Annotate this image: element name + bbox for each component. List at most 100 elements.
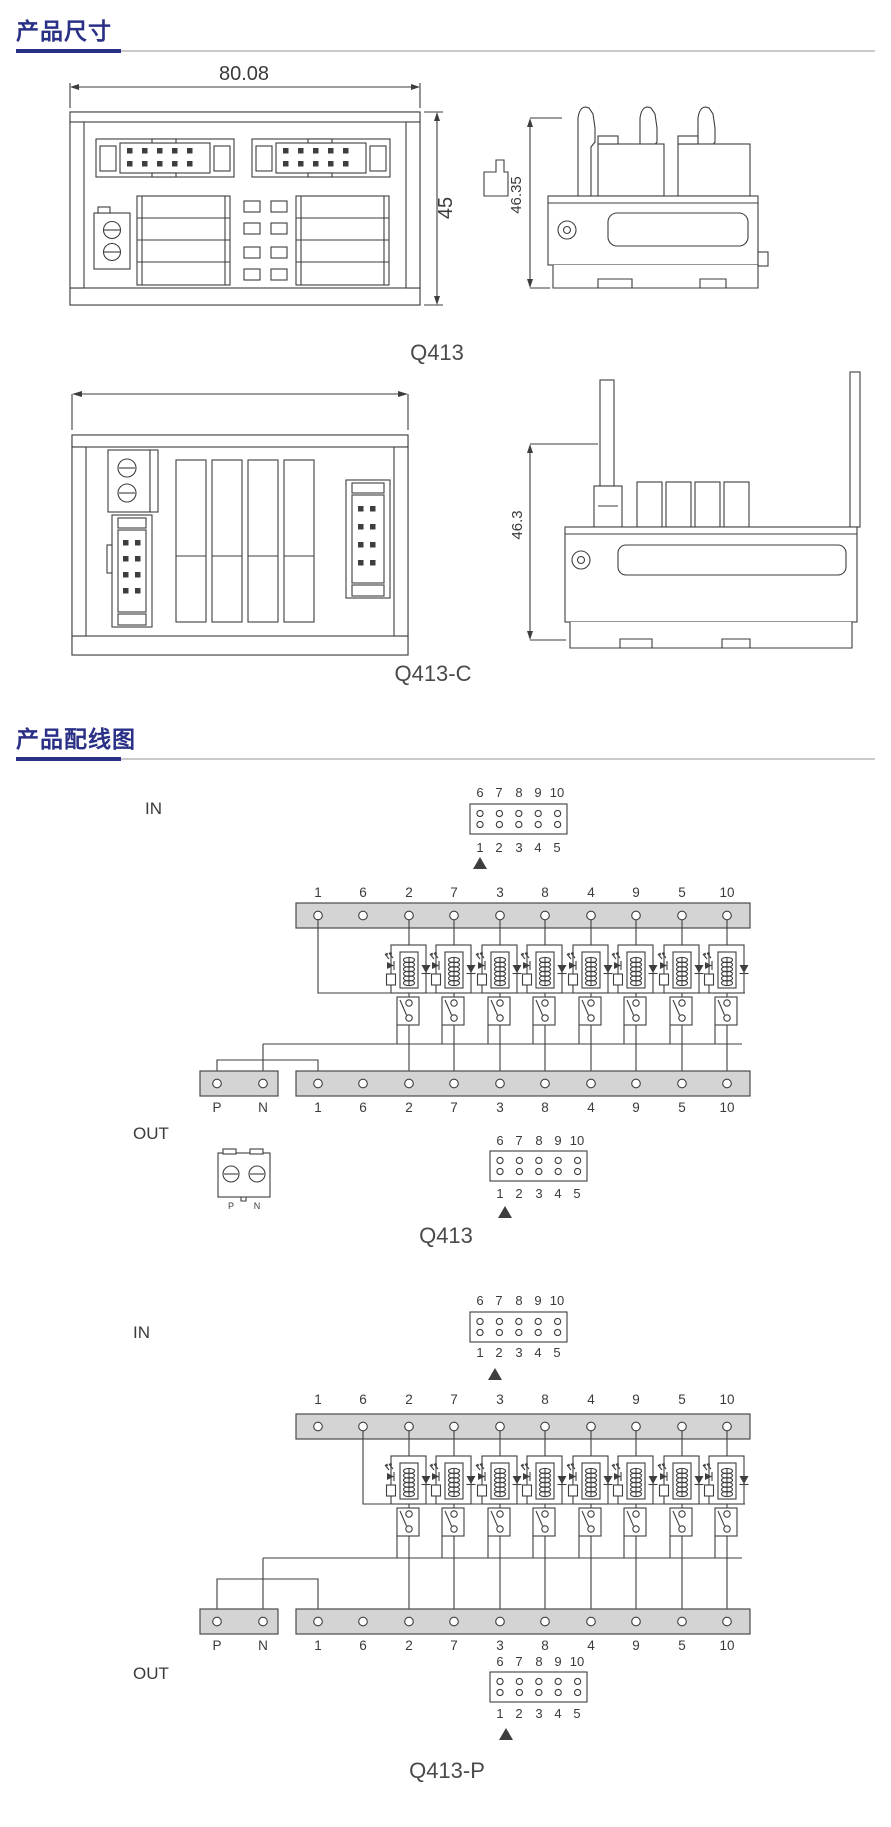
bottom-terminal-numbers-6: 3 — [496, 1100, 504, 1115]
top-terminal-numbers-0: 1 — [314, 885, 322, 900]
q413c-relay-slots — [175, 459, 315, 623]
top-terminal-numbers-1: 6 — [359, 1392, 367, 1407]
conn-bottom-row-0: 1 — [476, 840, 483, 855]
bottom-terminal-numbers-7: 8 — [541, 1100, 549, 1115]
conn-bottom-row-1: 2 — [515, 1706, 522, 1721]
bottom-terminal-numbers-3: 6 — [359, 1100, 367, 1115]
conn-top-row-1: 7 — [495, 1293, 502, 1308]
conn-top-row-3: 9 — [534, 785, 541, 800]
conn-top-row-4: 10 — [550, 785, 564, 800]
pn-terminal-bar — [199, 1070, 279, 1097]
q413c-side-dim: 46.3 — [509, 443, 598, 641]
bottom-terminal-numbers-6: 3 — [496, 1638, 504, 1653]
conn-bottom-row-2: 3 — [515, 1345, 522, 1360]
bottom-terminal-numbers-1: N — [258, 1638, 268, 1653]
conn-top-row-0: 6 — [476, 785, 483, 800]
conn-top-row-4: 10 — [570, 1654, 584, 1669]
section-title-wiring: 产品配线图 — [16, 726, 136, 752]
q413-height-dim: 45 — [424, 111, 457, 306]
q413-side-dim: 46.35 — [508, 117, 562, 289]
pn-terminal-bar — [199, 1608, 279, 1635]
bottom-terminal-numbers-4: 2 — [405, 1100, 413, 1115]
top-terminal-numbers-6: 4 — [587, 885, 595, 900]
q413-side-view: 46.35 — [483, 106, 769, 289]
conn-bottom-row-2: 3 — [515, 840, 522, 855]
rule-accent — [16, 49, 121, 53]
dim-width-value: 80.08 — [219, 63, 269, 85]
bottom-terminal-numbers-3: 6 — [359, 1638, 367, 1653]
conn-bottom-row-4: 5 — [553, 1345, 560, 1360]
bottom-terminal-numbers-8: 4 — [587, 1100, 595, 1115]
q413c-right-connector — [345, 479, 391, 599]
conn-top-row-4: 10 — [570, 1133, 584, 1148]
top-terminal-numbers-2: 2 — [405, 885, 413, 900]
conn-bottom-row-4: 5 — [573, 1706, 580, 1721]
bottom-terminal-numbers-9: 9 — [632, 1638, 640, 1653]
pn-n-label: N — [254, 1201, 261, 1211]
bottom-terminal-numbers-9: 9 — [632, 1100, 640, 1115]
top-terminal-numbers-8: 5 — [678, 885, 686, 900]
q413c-front-view — [71, 391, 409, 656]
top-terminal-numbers-6: 4 — [587, 1392, 595, 1407]
conn-bottom-row-3: 4 — [554, 1706, 561, 1721]
out-label: OUT — [133, 1664, 169, 1683]
conn-bottom-row-3: 4 — [534, 1345, 541, 1360]
bottom-terminal-numbers-11: 10 — [719, 1100, 734, 1115]
dim-q413c-side-height-value: 46.3 — [509, 510, 526, 539]
conn-top-row-2: 8 — [515, 1293, 522, 1308]
diagram-model-label: Q413-P — [409, 1758, 485, 1783]
bottom-terminal-numbers-5: 7 — [450, 1638, 458, 1653]
conn-bottom-row-3: 4 — [534, 840, 541, 855]
q413c-screw-terminal — [107, 449, 159, 513]
conn-top-row-4: 10 — [550, 1293, 564, 1308]
conn-top-row-1: 7 — [515, 1654, 522, 1669]
conn-top-row-3: 9 — [534, 1293, 541, 1308]
top-terminal-numbers-9: 10 — [719, 885, 734, 900]
conn-top-row-3: 9 — [554, 1133, 561, 1148]
top-terminal-numbers-1: 6 — [359, 885, 367, 900]
key-triangle-icon — [499, 1728, 513, 1740]
top-terminal-numbers-4: 3 — [496, 885, 504, 900]
bottom-terminal-numbers-2: 1 — [314, 1100, 322, 1115]
conn-bottom-row-0: 1 — [496, 1186, 503, 1201]
top-terminal-numbers-3: 7 — [450, 1392, 458, 1407]
top-terminal-numbers-3: 7 — [450, 885, 458, 900]
conn-bottom-row-4: 5 — [573, 1186, 580, 1201]
relay-array — [216, 919, 750, 1079]
top-terminal-numbers-2: 2 — [405, 1392, 413, 1407]
bottom-terminal-numbers-5: 7 — [450, 1100, 458, 1115]
rule-gray — [16, 758, 875, 760]
key-triangle-icon — [488, 1368, 502, 1380]
q413-front-view: 80.08 45 — [69, 63, 457, 306]
top-terminal-numbers-5: 8 — [541, 1392, 549, 1407]
relay-array — [216, 1430, 750, 1617]
bottom-terminal-numbers-10: 5 — [678, 1638, 686, 1653]
top-terminal-numbers-9: 10 — [719, 1392, 734, 1407]
q413-led-windows — [243, 200, 288, 281]
top-terminal-numbers-0: 1 — [314, 1392, 322, 1407]
section-title-dimensions: 产品尺寸 — [16, 18, 112, 44]
conn-bottom-row-0: 1 — [476, 1345, 483, 1360]
conn-top-row-1: 7 — [515, 1133, 522, 1148]
diagram-model-label: Q413 — [419, 1223, 473, 1248]
key-triangle-icon — [498, 1206, 512, 1218]
dim-side-height-value: 46.35 — [508, 176, 525, 214]
rule-accent — [16, 757, 121, 761]
in-label: IN — [133, 1323, 150, 1342]
bottom-terminal-numbers-4: 2 — [405, 1638, 413, 1653]
bottom-terminal-numbers-0: P — [212, 1100, 221, 1115]
top-terminal-numbers-5: 8 — [541, 885, 549, 900]
